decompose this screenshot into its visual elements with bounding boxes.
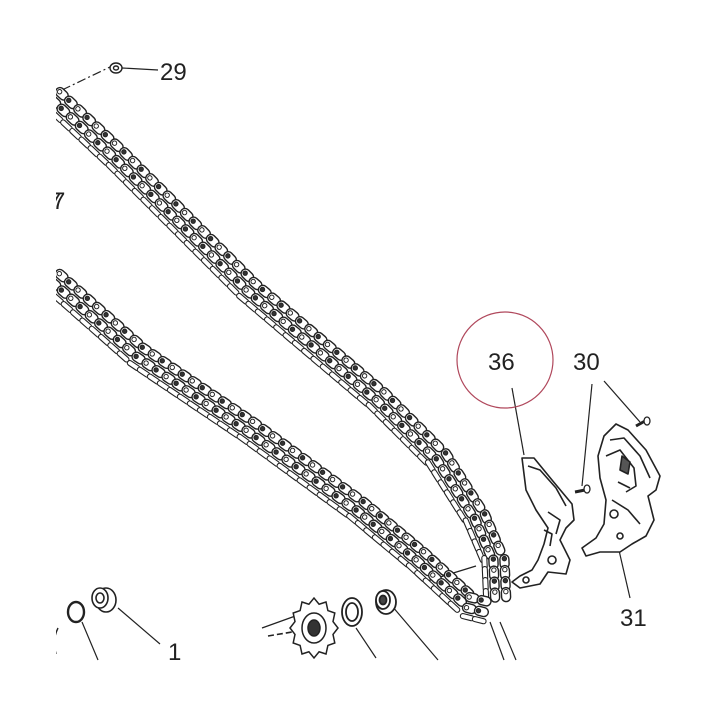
leader-ring-left: [81, 621, 99, 661]
chain-link: [87, 129, 115, 158]
chain-link: [218, 259, 246, 288]
chain-link: [105, 147, 133, 175]
chain-link: [226, 409, 253, 439]
chain-link: [114, 155, 142, 184]
snap-ring-left: [66, 600, 86, 624]
part-31-tensioner-housing: [581, 423, 661, 557]
part-36-chain-guide: [511, 457, 575, 589]
part-29-nut: [109, 62, 123, 74]
chain-link: [192, 233, 220, 262]
leader-30-b: [603, 380, 641, 423]
chain-link: [481, 564, 511, 582]
leader-31: [617, 545, 631, 599]
drive-sprocket: [289, 596, 339, 660]
chain-link: [60, 285, 88, 314]
drive-chain-upper-strand: [41, 86, 512, 604]
callout-29: 29: [160, 59, 187, 86]
chain-link: [174, 216, 203, 244]
chain-link: [306, 467, 333, 496]
chain-link: [254, 292, 282, 321]
screw-b: [635, 416, 651, 428]
chain-link: [88, 309, 116, 338]
leader-29: [61, 66, 111, 91]
part-1-bushing: [91, 587, 117, 613]
leader-36: [511, 387, 525, 456]
chain-link: [116, 334, 144, 363]
chain-link: [326, 481, 353, 511]
chain-link: [69, 293, 97, 322]
chain-link: [347, 370, 374, 400]
chain-link: [391, 412, 419, 441]
leader-washer: [355, 627, 377, 659]
chain-link: [216, 402, 243, 432]
chain-link: [60, 103, 88, 132]
washer: [341, 597, 363, 627]
chain-link: [286, 452, 313, 482]
leader-chain-end-a: [489, 621, 505, 661]
chain-link: [236, 276, 263, 305]
leader-1: [117, 607, 161, 645]
chain-link: [316, 474, 343, 504]
chain-link: [122, 164, 151, 192]
chain-link: [176, 375, 203, 405]
bearing: [375, 589, 397, 615]
leader-30-a: [581, 383, 593, 487]
chain-link: [273, 308, 300, 337]
leader-bearing: [391, 605, 439, 661]
sprocket-bore: [307, 619, 321, 637]
chain-link: [365, 387, 393, 415]
chain-link: [310, 339, 337, 368]
chain-link: [266, 438, 293, 467]
crop-mask-left: [0, 0, 56, 720]
chain-link: [209, 251, 237, 279]
chain-link: [246, 423, 273, 453]
chain-link: [131, 173, 159, 201]
chain-link: [79, 301, 106, 330]
chain-link: [471, 594, 492, 625]
highlight-ring-36: [456, 311, 554, 409]
leader-chain-end-b: [499, 621, 517, 661]
chain-link: [245, 284, 272, 313]
part-30-screws: [574, 416, 651, 494]
chain-link: [97, 318, 125, 346]
chain-link: [301, 331, 328, 360]
callout-36: 36: [488, 349, 515, 376]
chain-link: [107, 326, 134, 355]
chain-link: [51, 276, 78, 305]
screw-a: [574, 484, 591, 494]
chain-link: [374, 395, 402, 423]
callout-31: 31: [620, 605, 647, 632]
chain-link: [482, 575, 511, 593]
chain-link: [399, 421, 428, 449]
chain-link: [166, 207, 194, 236]
drive-chain-lower-strand: [41, 268, 492, 625]
callout-30: 30: [573, 349, 600, 376]
chain-link: [206, 396, 233, 425]
chain-link: [422, 562, 450, 590]
chain-link: [69, 112, 97, 141]
leader-29-label: [121, 67, 159, 71]
sprocket-shaft: [267, 631, 293, 637]
callout-1: 1: [168, 639, 181, 666]
chain-link: [140, 181, 168, 210]
callout-7-cropped: 7: [48, 188, 61, 215]
